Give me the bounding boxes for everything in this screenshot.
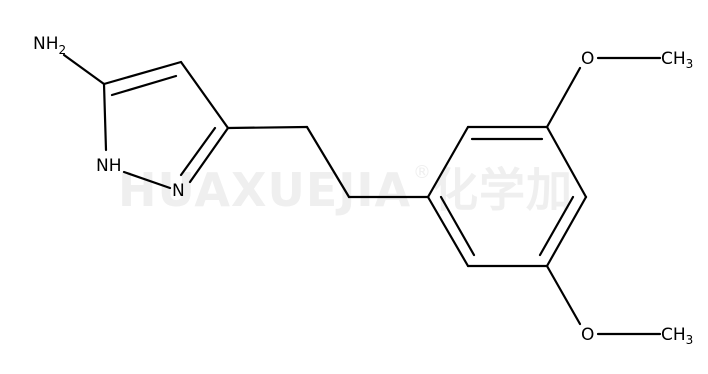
- watermark: HUAXUEJIA ® 化学加: [118, 162, 573, 217]
- bond-c5-c4-double: [110, 74, 178, 97]
- methoxy-bottom-oxygen-label: O: [581, 325, 594, 345]
- ring-nh-label: NH: [96, 156, 122, 176]
- bond-ch2-ch2: [305, 125, 351, 199]
- bond-ar5-o-bottom: [545, 264, 582, 326]
- bond-ar6-ar1-double: [439, 195, 476, 257]
- watermark-latin: HUAXUEJIA: [118, 163, 411, 217]
- bond-c3-ch2: [226, 125, 309, 130]
- methoxy-bottom-methyl-label: CH3: [661, 325, 693, 347]
- bond-c3-n2: [188, 126, 230, 184]
- bond-ar1-ar2: [426, 125, 470, 199]
- bond-c3-n2-double: [179, 126, 217, 177]
- bond-ar6-ar1: [426, 195, 470, 268]
- atom-labels: NH2 NH N O CH3 O CH3: [33, 34, 693, 347]
- bond-c5-c4: [102, 60, 183, 86]
- watermark-chinese: 化学加: [432, 163, 573, 217]
- bond-ar4-ar5-double: [538, 195, 575, 257]
- bond-n2-n1: [122, 170, 172, 190]
- bond-c4-c3: [179, 60, 230, 130]
- bond-ar3-ar4: [545, 125, 588, 199]
- bond-ar4-ar5: [545, 195, 588, 268]
- ring-n-label: N: [172, 181, 185, 201]
- bond-c5-nh2: [62, 53, 106, 86]
- amine-label: NH2: [33, 34, 66, 57]
- methoxy-top-oxygen-label: O: [581, 49, 594, 69]
- bond-ar3-o-top: [545, 66, 582, 129]
- watermark-registered-mark: ®: [413, 162, 431, 183]
- bond-n1-c5: [102, 82, 108, 152]
- bonds: [62, 53, 662, 336]
- methoxy-top-methyl-label: CH3: [661, 49, 693, 71]
